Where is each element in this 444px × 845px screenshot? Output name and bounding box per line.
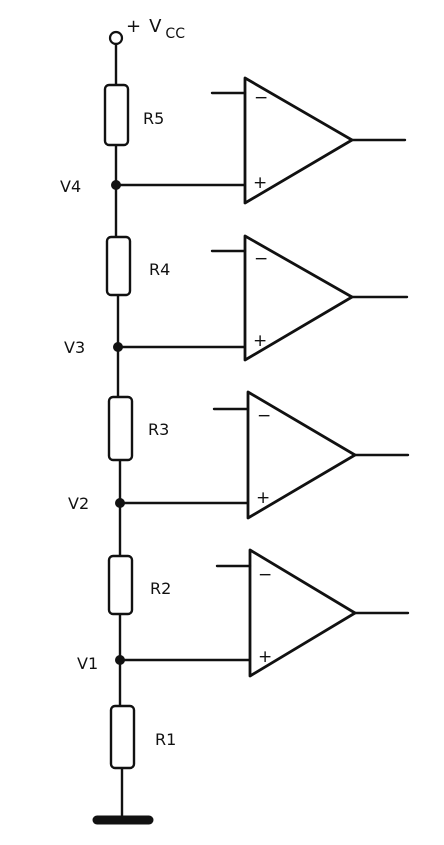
node-v4: V4	[60, 177, 247, 196]
supply-terminal: + V CC	[108, 16, 185, 46]
resistor-body	[107, 554, 134, 616]
resistor-label: R1	[155, 730, 176, 749]
plus-sign: +	[256, 488, 270, 508]
node-label: V4	[60, 177, 81, 196]
node-v1: V1	[77, 654, 252, 673]
opamp-triangle	[243, 76, 354, 205]
supply-label: + V CC	[126, 16, 185, 42]
resistor-label: R2	[150, 579, 171, 598]
node-label: V3	[64, 338, 85, 357]
resistor-label: R5	[143, 109, 164, 128]
opamp-triangle	[243, 234, 354, 362]
node-v2: V2	[68, 494, 250, 513]
supply-terminal-circle	[108, 30, 124, 46]
resistor-r3: R3	[107, 395, 169, 462]
resistor-r1: R1	[109, 704, 176, 770]
plus-sign: +	[258, 647, 272, 667]
opamp-2: − +	[210, 234, 409, 362]
minus-sign: −	[254, 249, 268, 269]
minus-sign: −	[257, 406, 271, 426]
resistor-body	[107, 395, 134, 462]
node-v3: V3	[64, 338, 247, 357]
resistor-body	[109, 704, 136, 770]
plus-sign: +	[253, 173, 267, 193]
resistor-label: R3	[148, 420, 169, 439]
opamp-triangle	[248, 548, 357, 678]
node-label: V1	[77, 654, 98, 673]
resistor-body	[103, 83, 130, 147]
plus-sign: +	[253, 331, 267, 351]
opamp-4: − +	[215, 548, 410, 678]
minus-sign: −	[258, 565, 272, 585]
resistor-r4: R4	[105, 235, 170, 297]
opamp-3: − +	[212, 390, 410, 520]
node-label: V2	[68, 494, 89, 513]
resistor-body	[105, 235, 132, 297]
minus-sign: −	[254, 88, 268, 108]
resistor-r5: R5	[103, 83, 164, 147]
resistor-label: R4	[149, 260, 170, 279]
opamp-1: − +	[210, 76, 407, 205]
opamp-triangle	[246, 390, 357, 520]
resistor-r2: R2	[107, 554, 171, 616]
